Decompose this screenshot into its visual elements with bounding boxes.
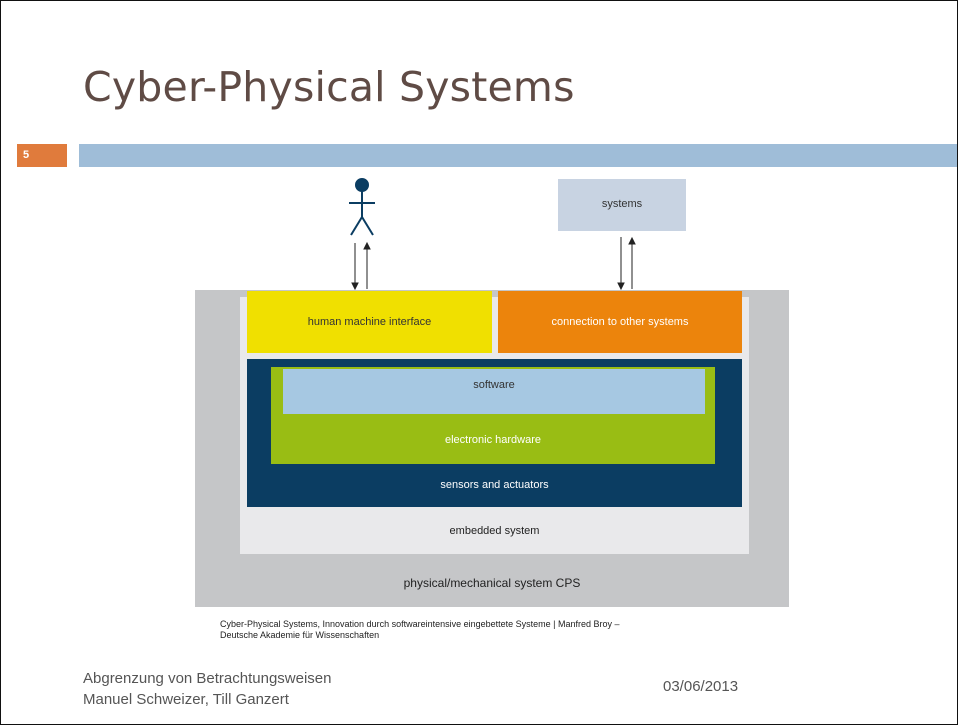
- physical-system-label: physical/mechanical system CPS: [403, 576, 581, 590]
- software-layer: software: [283, 369, 705, 414]
- software-label: software: [473, 379, 515, 391]
- slide-title: Cyber-Physical Systems: [83, 63, 575, 111]
- sensors-label: sensors and actuators: [440, 479, 549, 491]
- figure-caption: Cyber-Physical Systems, Innovation durch…: [220, 619, 780, 641]
- hardware-label: electronic hardware: [445, 434, 541, 446]
- hmi-label: human machine interface: [307, 316, 432, 328]
- embedded-system-label: embedded system: [449, 525, 540, 537]
- systems-label: systems: [601, 198, 643, 210]
- person-icon: [349, 178, 375, 236]
- caption-line-2: Deutsche Akademie für Wissenschaften: [220, 630, 380, 640]
- hmi-arrows: [351, 241, 371, 291]
- systems-arrows: [617, 236, 636, 291]
- hmi-box: human machine interface: [247, 291, 492, 353]
- connection-label: connection to other systems: [551, 316, 689, 328]
- footer-topic: Abgrenzung von Betrachtungsweisen: [83, 670, 332, 687]
- connection-box: connection to other systems: [498, 291, 742, 353]
- systems-box: systems: [558, 179, 686, 231]
- caption-line-1: Cyber-Physical Systems, Innovation durch…: [220, 619, 620, 629]
- footer-authors: Manuel Schweizer, Till Ganzert: [83, 691, 289, 708]
- slide-number: 5: [17, 144, 67, 167]
- footer-date: 03/06/2013: [663, 678, 739, 695]
- footer-text: Abgrenzung von Betrachtungsweisen Manuel…: [83, 668, 332, 710]
- title-bar: [79, 144, 957, 167]
